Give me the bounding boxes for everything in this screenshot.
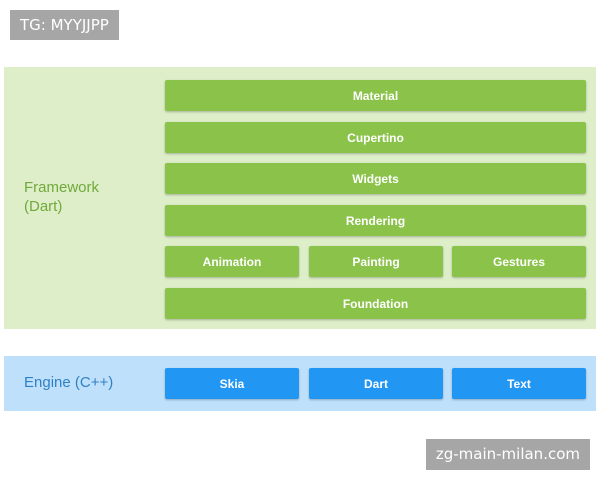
cupertino-block: Cupertino bbox=[165, 122, 586, 153]
engine-layer-panel: Engine (C++) Skia Dart Text bbox=[4, 356, 596, 411]
widgets-block: Widgets bbox=[165, 163, 586, 194]
watermark-bottom: zg-main-milan.com bbox=[425, 439, 590, 470]
painting-block: Painting bbox=[309, 246, 443, 277]
engine-label: Engine (C++) bbox=[24, 374, 114, 391]
text-block: Text bbox=[452, 368, 586, 399]
dart-block: Dart bbox=[309, 368, 443, 399]
framework-label: Framework (Dart) bbox=[24, 179, 100, 215]
rendering-block: Rendering bbox=[165, 205, 586, 236]
skia-block: Skia bbox=[165, 368, 299, 399]
gestures-block: Gestures bbox=[452, 246, 586, 277]
material-block: Material bbox=[165, 80, 586, 111]
animation-block: Animation bbox=[165, 246, 299, 277]
foundation-block: Foundation bbox=[165, 288, 586, 319]
watermark-top: TG: MYYJJPP bbox=[10, 10, 119, 40]
framework-layer-panel: Framework (Dart) Material Cupertino Widg… bbox=[4, 67, 596, 329]
